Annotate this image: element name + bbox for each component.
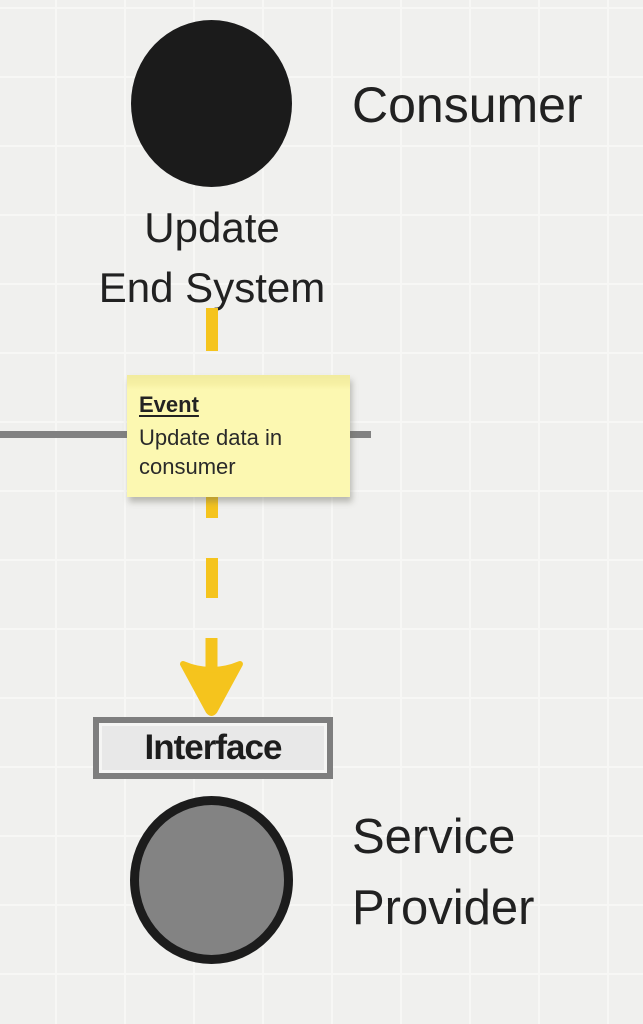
- interface-box: Interface: [93, 717, 333, 779]
- service-provider-label-line2: Provider: [352, 881, 535, 935]
- action-label-line1: Update: [144, 204, 280, 251]
- consumer-node-circle: [131, 20, 292, 187]
- flow-dash-segment: [206, 558, 218, 598]
- action-label-line2: End System: [98, 264, 326, 311]
- service-provider-label: Service Provider: [352, 802, 534, 944]
- interface-label: Interface: [144, 728, 283, 767]
- event-note: Event Update data in consumer: [127, 375, 350, 497]
- event-note-body: Update data in consumer: [139, 425, 283, 479]
- service-provider-label-line1: Service: [352, 810, 516, 864]
- consumer-label: Consumer: [352, 77, 583, 133]
- event-note-title: Event: [139, 392, 199, 417]
- service-provider-node-circle: [130, 796, 293, 964]
- action-label: Update End System: [62, 198, 362, 318]
- arrow-down-icon: [180, 638, 243, 716]
- flow-dash-segment: [206, 497, 218, 518]
- flow-dash-segment: [206, 308, 218, 351]
